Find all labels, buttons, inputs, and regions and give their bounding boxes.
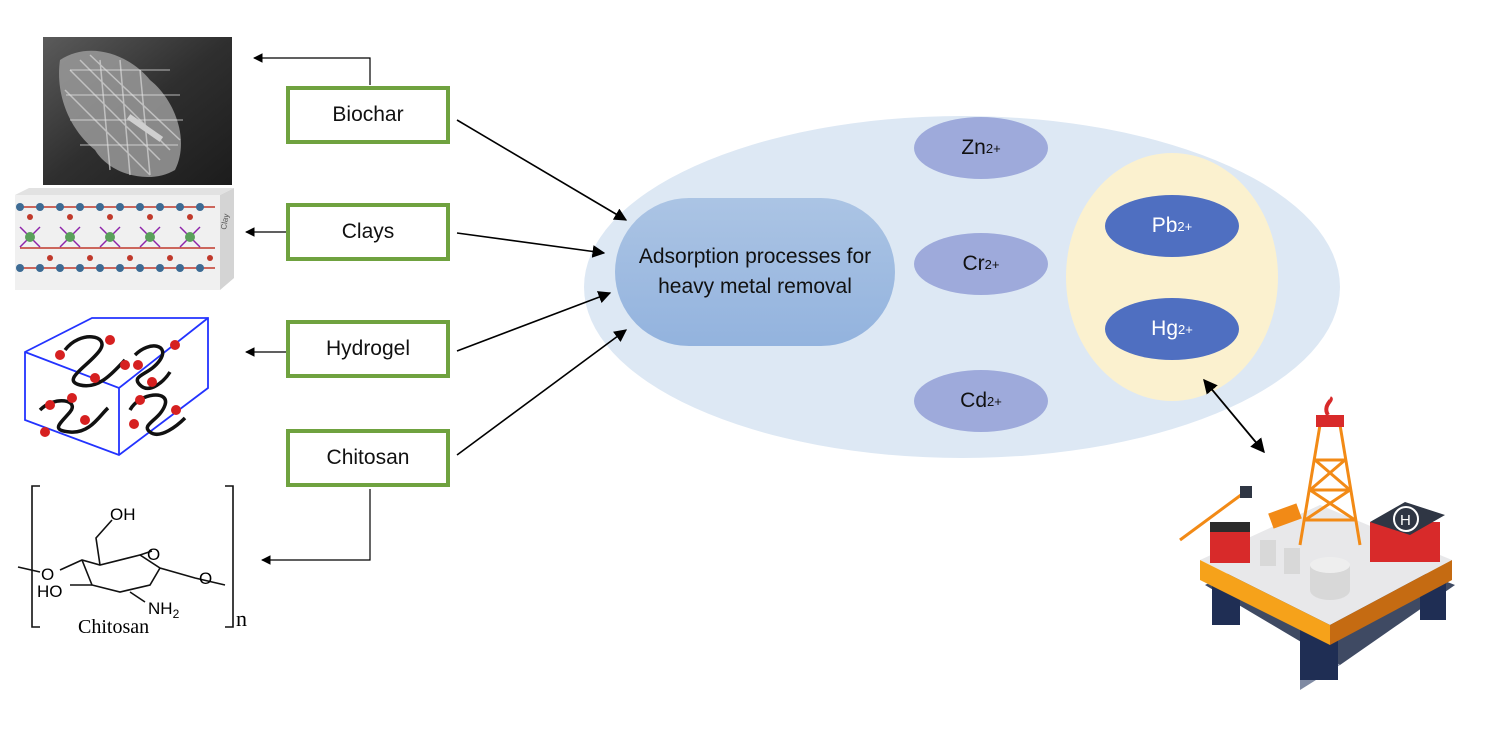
- chitosan-right-o-label: O: [199, 569, 212, 588]
- ion-pb-charge: 2+: [1177, 218, 1193, 234]
- chitosan-structure-name: Chitosan: [78, 616, 149, 638]
- biochar-box: Biochar: [286, 86, 450, 144]
- biochar-sem-image: [43, 37, 232, 185]
- biochar-label: Biochar: [332, 103, 404, 126]
- svg-text:H: H: [1400, 512, 1411, 529]
- chitosan-box: Chitosan: [286, 429, 450, 487]
- chitosan-left-o-label: O: [41, 565, 54, 584]
- hydrogel-network-image: [24, 317, 209, 457]
- ion-zn-charge: 2+: [985, 140, 1001, 156]
- target-metals-ellipse: [1066, 153, 1278, 401]
- clay-lattice-image: Clay: [15, 188, 234, 290]
- chitosan-repeat-n: n: [236, 606, 247, 631]
- ion-pb-symbol: Pb: [1151, 214, 1178, 237]
- material-to-image-arrows: [245, 53, 371, 565]
- ion-zn-symbol: Zn: [961, 136, 986, 159]
- ion-hg-symbol: Hg: [1151, 317, 1179, 340]
- ion-hg-charge: 2+: [1178, 321, 1193, 337]
- chitosan-label: Chitosan: [326, 446, 410, 469]
- chitosan-oh-label: OH: [110, 505, 136, 524]
- material-to-process-arrows: [456, 119, 628, 456]
- offshore-platform-image: H: [1179, 396, 1455, 690]
- chitosan-ring-o-label: O: [147, 545, 160, 564]
- ion-cd-symbol: Cd: [960, 389, 988, 412]
- adsorption-process-node: Adsorption processes for heavy metal rem…: [615, 198, 895, 346]
- ion-cd-charge: 2+: [987, 393, 1002, 409]
- clays-label: Clays: [341, 220, 395, 243]
- chitosan-nh2-label: NH2: [148, 599, 180, 621]
- hydrogel-label: Hydrogel: [325, 337, 411, 360]
- chitosan-ho-label: HO: [37, 582, 63, 601]
- ion-cr-charge: 2+: [984, 256, 1000, 272]
- chitosan-nh-subscript: 2: [173, 607, 180, 621]
- clay-image-text: Clay: [219, 213, 231, 230]
- hydrogel-box: Hydrogel: [286, 320, 450, 378]
- platform-metals-arrow: [1203, 378, 1265, 454]
- adsorption-process-label: Adsorption processes for heavy metal rem…: [638, 245, 872, 298]
- ion-cr-symbol: Cr: [962, 252, 985, 275]
- chitosan-structure-image: [17, 485, 234, 628]
- chitosan-nh-text: NH: [148, 599, 173, 618]
- clays-box: Clays: [286, 203, 450, 261]
